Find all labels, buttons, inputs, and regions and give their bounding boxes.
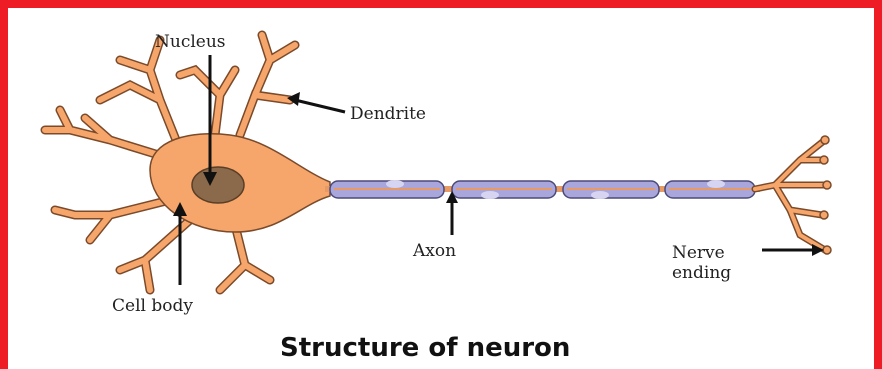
nerve-endings: [755, 140, 825, 250]
myelin-sheaths: [330, 180, 755, 199]
cell-body-label: Cell body: [112, 296, 193, 316]
nucleus: [192, 167, 244, 203]
nucleus-label: Nucleus: [155, 32, 226, 52]
nerve-ending-label-line1: Nerve: [672, 243, 725, 263]
nerve-ending-knobs: [820, 136, 831, 254]
nerve-ending-label-line2: ending: [672, 263, 731, 283]
axon-label: Axon: [412, 241, 456, 261]
dendrite-label: Dendrite: [350, 104, 426, 124]
dendrite-pointer: [295, 100, 345, 112]
diagram-caption: Structure of neuron: [280, 333, 570, 363]
